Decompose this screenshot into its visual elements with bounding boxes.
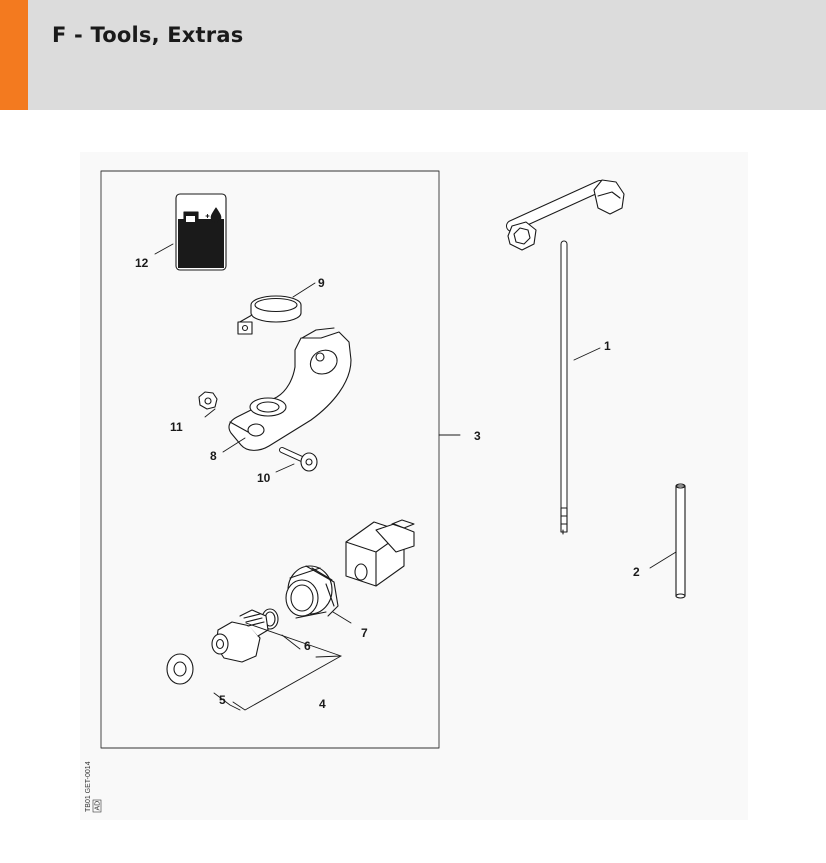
t-wrench-icon: [506, 179, 625, 535]
hollow-bolt-icon: [211, 609, 269, 663]
knurled-nut-icon: [285, 565, 339, 619]
callout-12: 12: [135, 256, 149, 270]
callout-5: 5: [219, 693, 226, 707]
parts-diagram: 12 9 11 8 10 1 2 3 7 6 4 5 TB01 GET-0014…: [80, 152, 748, 820]
reference-code: TB01 GET-0014 AD: [85, 761, 102, 813]
page-header: F - Tools, Extras: [0, 0, 826, 110]
callout-6: 6: [304, 639, 311, 653]
washer-icon: [166, 653, 194, 685]
callout-4: 4: [319, 697, 326, 711]
kit-frame: [100, 170, 440, 749]
handle-bracket-icon: [228, 327, 352, 451]
callout-8: 8: [210, 449, 217, 463]
callout-labels: 12 9 11 8 10 1 2 3 7 6 4 5: [135, 256, 640, 711]
parts-diagram-svg: 12 9 11 8 10 1 2 3 7 6 4 5 TB01 GET-0014…: [85, 170, 686, 813]
callout-7: 7: [361, 626, 368, 640]
nut-icon: [198, 391, 218, 410]
coupling-adapter-icon: [345, 519, 415, 587]
callout-10: 10: [257, 471, 271, 485]
reference-code-text: TB01 GET-0014: [85, 761, 92, 812]
header-accent-bar: [0, 0, 28, 110]
hose-clamp-icon: [237, 295, 302, 335]
reference-code-sub: AD: [95, 801, 102, 811]
leader-lines: [154, 243, 677, 711]
screw-icon: [279, 447, 318, 472]
page-title: F - Tools, Extras: [52, 23, 244, 47]
fuel-label-icon: [175, 193, 227, 271]
pin-icon: [675, 483, 686, 599]
callout-11: 11: [170, 420, 183, 434]
callout-9: 9: [318, 276, 325, 290]
callout-3: 3: [474, 429, 481, 443]
callout-2: 2: [633, 565, 640, 579]
callout-1: 1: [604, 339, 611, 353]
